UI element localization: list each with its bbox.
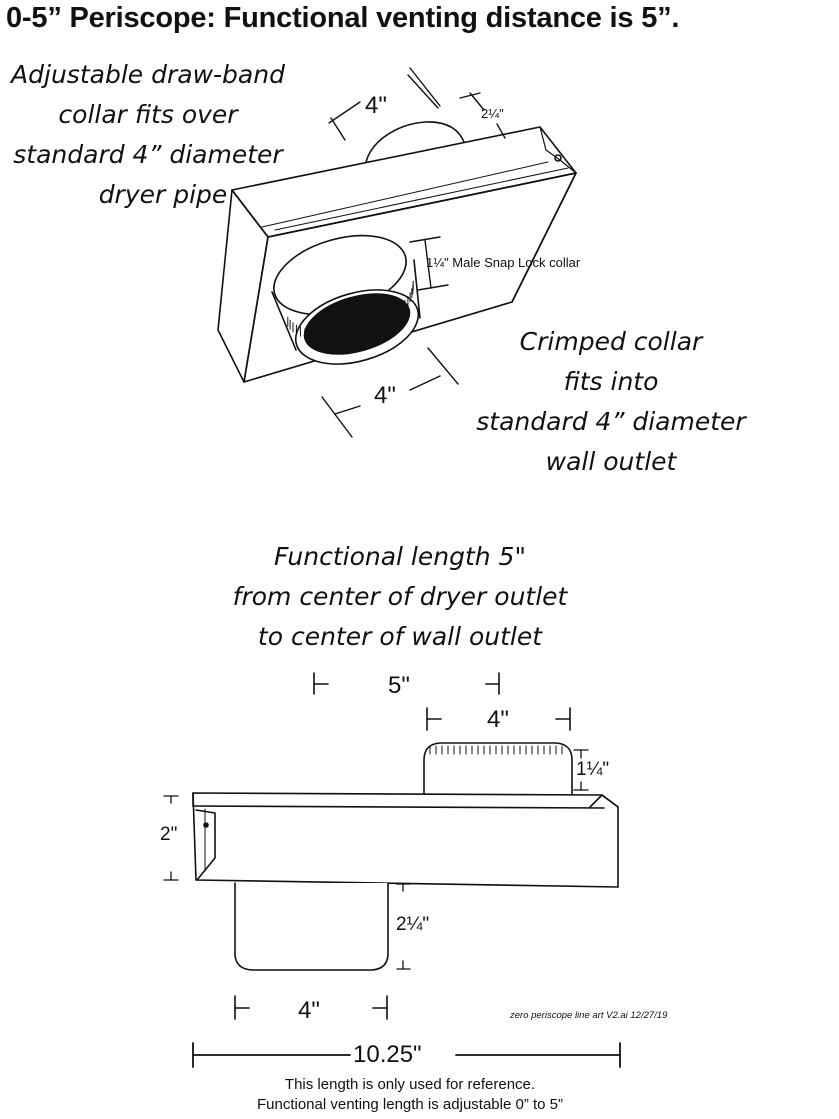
side-bottom-collar-width: 4" <box>298 997 320 1024</box>
note-line: from center of dryer outlet <box>232 582 568 611</box>
side-dim-top-collar-height <box>573 749 589 791</box>
note-line: to center of wall outlet <box>257 622 543 651</box>
side-dim-top-collar-width <box>426 707 571 731</box>
side-top-collar-height: 1¼" <box>576 759 610 780</box>
footnote: This length is only used for reference. … <box>150 1075 670 1115</box>
side-functional-length: 5" <box>388 672 410 699</box>
note-line: fits into <box>563 367 659 396</box>
iso-top-collar-diameter: 4" <box>365 92 387 119</box>
side-dim-bottom-collar-width <box>234 995 388 1020</box>
file-label: zero periscope line art V2.ai 12/27/19 <box>510 1010 668 1021</box>
side-bottom-collar-height: 2¼" <box>396 914 430 935</box>
side-body-height: 2" <box>160 824 178 845</box>
note-line: wall outlet <box>545 447 677 476</box>
note-functional-length: Functional length 5" from center of drye… <box>218 537 582 657</box>
note-line: standard 4” diameter <box>13 140 283 169</box>
note-line: dryer pipe <box>98 180 228 209</box>
footnote-line: This length is only used for reference. <box>284 1076 536 1093</box>
diagram-title: 0-5” Periscope: Functional venting dista… <box>6 2 680 34</box>
iso-periscope-body <box>217 121 577 383</box>
iso-dim-top-collar-lines <box>321 67 506 438</box>
side-dim-body-height <box>163 795 179 881</box>
note-line: Functional length 5" <box>274 542 526 571</box>
side-dim-overall-length <box>192 1042 621 1068</box>
iso-snap-lock-label: 1¼" Male Snap Lock collar <box>426 255 581 270</box>
footnote-line: Functional venting length is adjustable … <box>256 1096 564 1113</box>
side-overall-length: 10.25" <box>353 1041 422 1068</box>
side-top-collar <box>423 742 573 795</box>
note-line: collar fits over <box>58 100 238 129</box>
side-bottom-collar <box>234 882 389 971</box>
iso-top-offset: 2¼" <box>481 106 504 121</box>
side-top-collar-width: 4" <box>487 706 509 733</box>
note-line: standard 4” diameter <box>476 407 746 436</box>
note-drawband-collar: Adjustable draw-band collar fits over st… <box>0 55 296 215</box>
iso-crimped-collar <box>271 234 421 365</box>
side-body <box>192 792 619 888</box>
note-line: Adjustable draw-band <box>11 60 285 89</box>
iso-bottom-collar-diameter: 4" <box>374 382 396 409</box>
note-crimped-collar: Crimped collar fits into standard 4” dia… <box>470 322 752 482</box>
note-line: Crimped collar <box>519 327 703 356</box>
side-dim-bottom-collar-height <box>396 883 411 970</box>
side-dim-functional-length <box>313 672 500 695</box>
